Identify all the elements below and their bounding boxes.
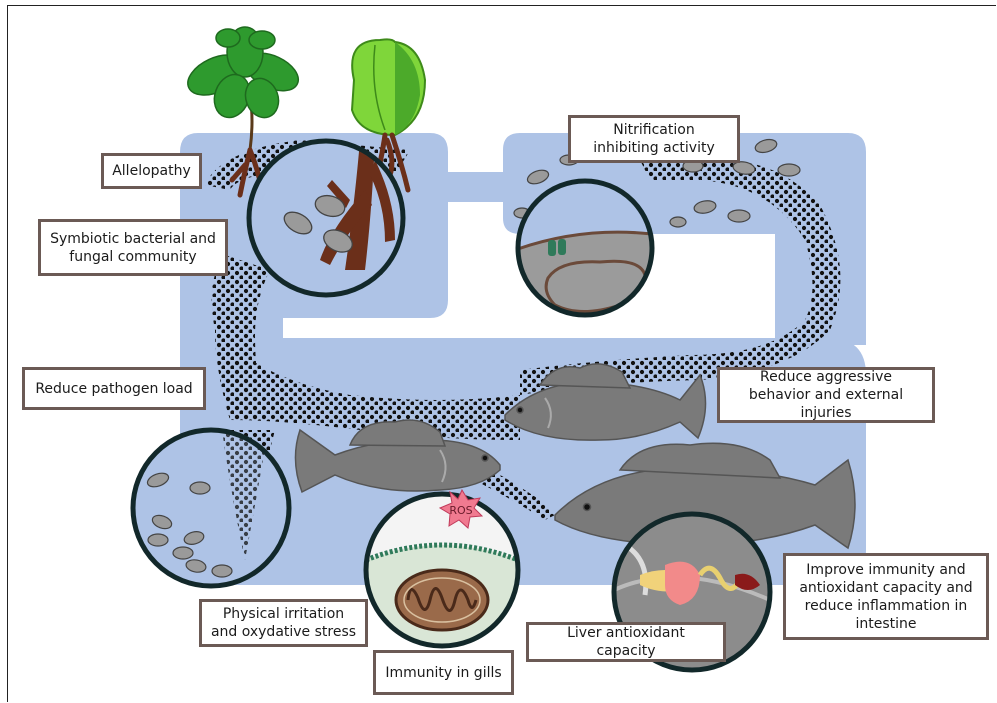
bud-plant-icon <box>352 39 425 135</box>
label-aggressive-behavior: Reduce aggressive behavior and external … <box>717 367 935 423</box>
root-zone-zoom <box>249 140 403 295</box>
pathogen-zoom <box>133 430 289 586</box>
label-physical-irritation: Physical irritation and oxydative stress <box>199 599 368 647</box>
ros-label: ROS <box>449 504 472 517</box>
label-intestine-immunity: Improve immunity and antioxidant capacit… <box>783 553 989 640</box>
label-immunity-gills: Immunity in gills <box>373 650 514 695</box>
label-symbiotic-community: Symbiotic bacterial and fungal community <box>38 219 228 276</box>
label-allelopathy: Allelopathy <box>101 153 202 189</box>
nitrification-zoom <box>515 181 660 330</box>
leafy-plant-icon <box>182 27 305 150</box>
label-reduce-pathogen-load: Reduce pathogen load <box>22 367 206 410</box>
label-nitrification: Nitrification inhibiting activity <box>568 115 740 163</box>
label-liver-antioxidant: Liver antioxidant capacity <box>526 622 726 662</box>
gills-zoom: ROS <box>366 490 518 650</box>
